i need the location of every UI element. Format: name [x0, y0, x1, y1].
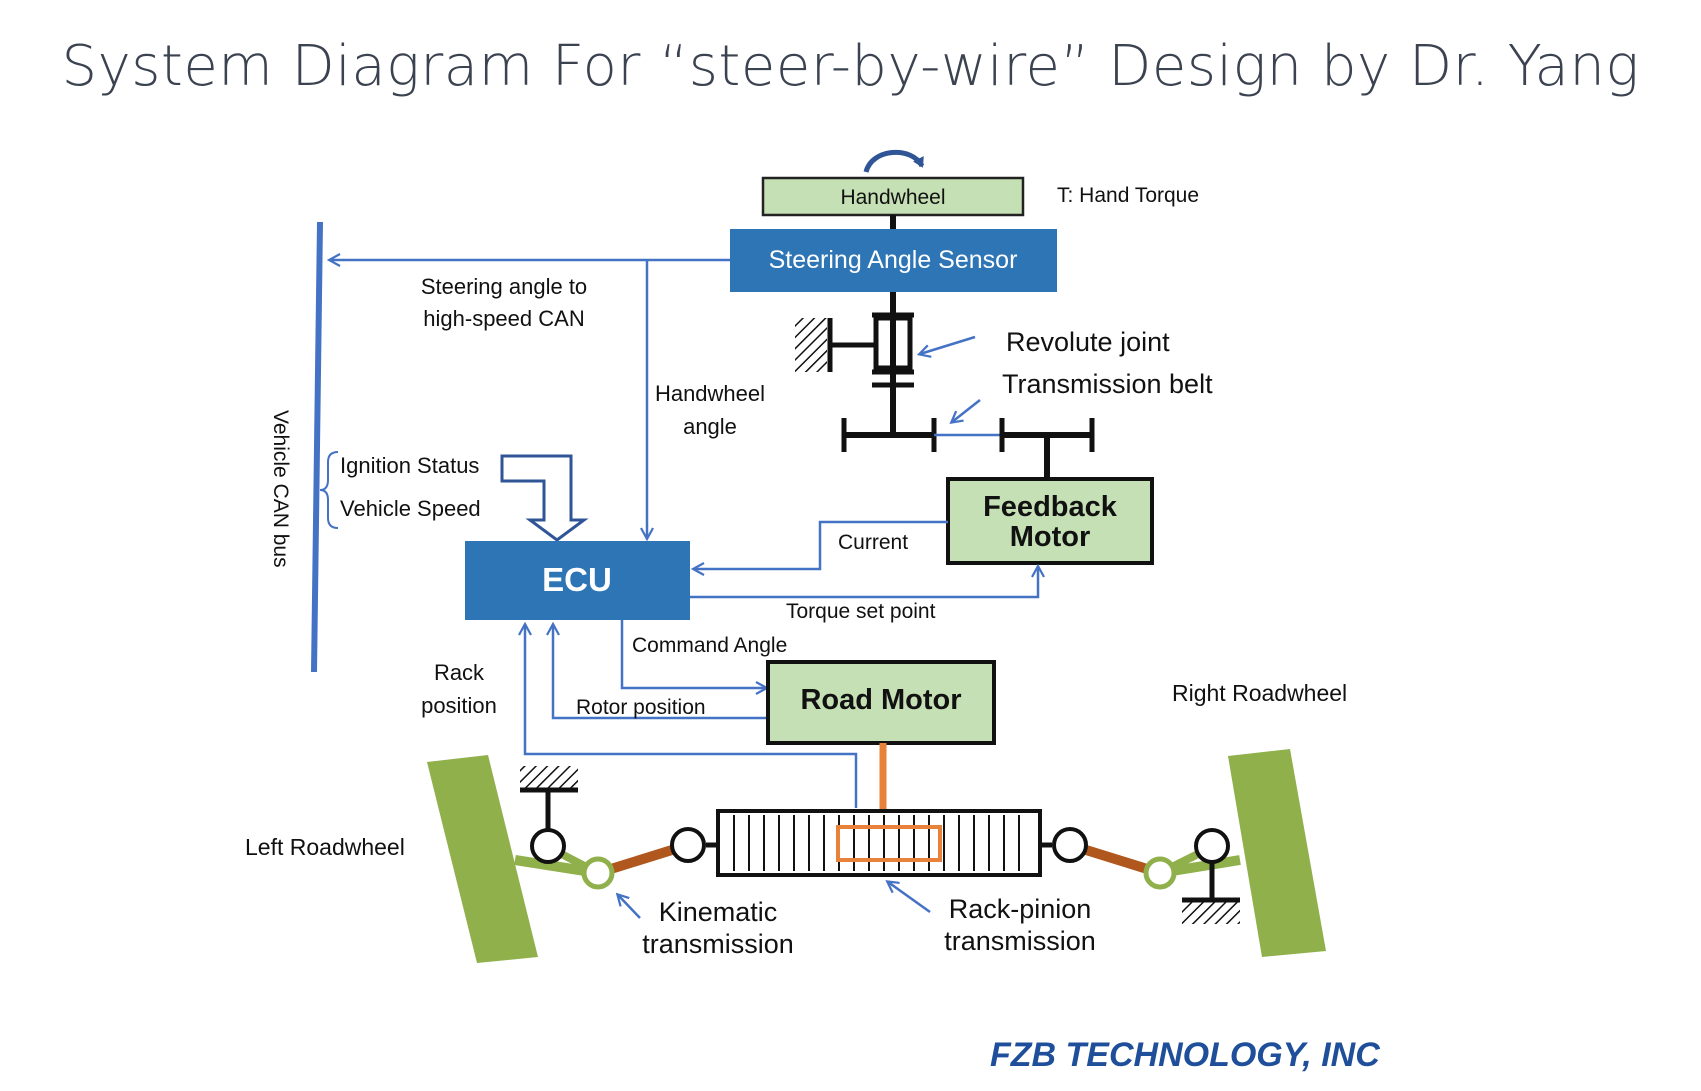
rack-pinion-pointer: [888, 882, 931, 914]
rack-position-label-line1: Rack: [434, 660, 485, 685]
feedback-motor-label-line1: Feedback: [983, 491, 1118, 523]
hand-torque-label: T: Hand Torque: [1057, 184, 1199, 207]
torque-set-point-arrow: [690, 567, 1038, 599]
rack-pinion-label-line1: Rack-pinion: [949, 894, 1092, 924]
kinematic-pointer: [618, 895, 641, 919]
handwheel-angle-label-line1: Handwheel: [655, 381, 765, 406]
revolute-joint-label: Revolute joint: [1006, 327, 1170, 357]
kinematic-label-line1: Kinematic: [659, 897, 778, 927]
right-rack-joint: [1052, 827, 1088, 863]
left-roadwheel: [427, 755, 538, 963]
left-knuckle-joint: [581, 856, 615, 890]
rack-pinion-label-line2: transmission: [944, 926, 1096, 956]
feedback-motor-block: [946, 477, 1154, 565]
rotation-arrow-icon: [863, 150, 925, 173]
vehicle-speed-label: Vehicle Speed: [340, 496, 481, 521]
right-kingpin-joint: [1194, 828, 1230, 864]
revolute-joint-pointer: [920, 335, 976, 354]
can-signals-brace: [319, 451, 339, 529]
left-kingpin-joint: [530, 828, 566, 864]
steering-angle-to-label-line1: Steering angle to: [421, 274, 587, 299]
kinematic-label-line2: transmission: [642, 929, 794, 959]
transmission-belt-pointer: [952, 399, 981, 422]
left-rack-joint: [670, 827, 706, 863]
rack-position-label-line2: position: [421, 693, 497, 718]
command-angle-label: Command Angle: [632, 634, 787, 657]
rotor-position-label: Rotor position: [576, 696, 706, 719]
rotor-position-arrow: [553, 625, 768, 720]
handwheel-block: [761, 176, 1025, 217]
steering-rack: [716, 809, 1042, 877]
vehicle-can-bus-line: [311, 221, 323, 673]
torque-set-point-label: Torque set point: [786, 600, 936, 623]
road-motor-block: [766, 660, 996, 745]
steering-angle-to-label-line2: high-speed CAN: [423, 306, 584, 331]
right-roadwheel: [1228, 749, 1326, 957]
ecu-label: ECU: [542, 561, 612, 598]
ecu-block: [465, 541, 690, 620]
left-ground-hatch: [520, 766, 578, 788]
left-roadwheel-label: Left Roadwheel: [245, 834, 405, 860]
revolute-joint-mechanism: [795, 292, 914, 435]
steering-angle-sensor-block: [730, 229, 1057, 292]
current-arrow: [694, 520, 948, 569]
can-signals-block-arrow: [500, 454, 589, 542]
page-title: System Diagram For “steer-by-wire” Desig…: [61, 34, 1640, 99]
handwheel-label: Handwheel: [840, 186, 945, 209]
feedback-motor-label-line2: Motor: [1010, 521, 1091, 553]
company-footer: FZB TECHNOLOGY, INC: [990, 1036, 1380, 1074]
handwheel-angle-label-line2: angle: [683, 414, 737, 439]
right-knuckle-joint: [1143, 856, 1177, 890]
rack-position-arrow: [525, 625, 858, 808]
steering-angle-sensor-label: Steering Angle Sensor: [769, 246, 1018, 274]
ignition-status-label: Ignition Status: [340, 453, 479, 478]
command-angle-arrow: [620, 620, 766, 688]
transmission-belt-mechanism: [841, 418, 1095, 479]
transmission-belt-label: Transmission belt: [1002, 369, 1213, 399]
right-roadwheel-label: Right Roadwheel: [1172, 680, 1347, 706]
road-motor-label: Road Motor: [800, 684, 961, 716]
vehicle-can-bus-label: Vehicle CAN bus: [269, 410, 292, 568]
right-ground-hatch: [1182, 902, 1240, 924]
current-label: Current: [838, 531, 908, 554]
